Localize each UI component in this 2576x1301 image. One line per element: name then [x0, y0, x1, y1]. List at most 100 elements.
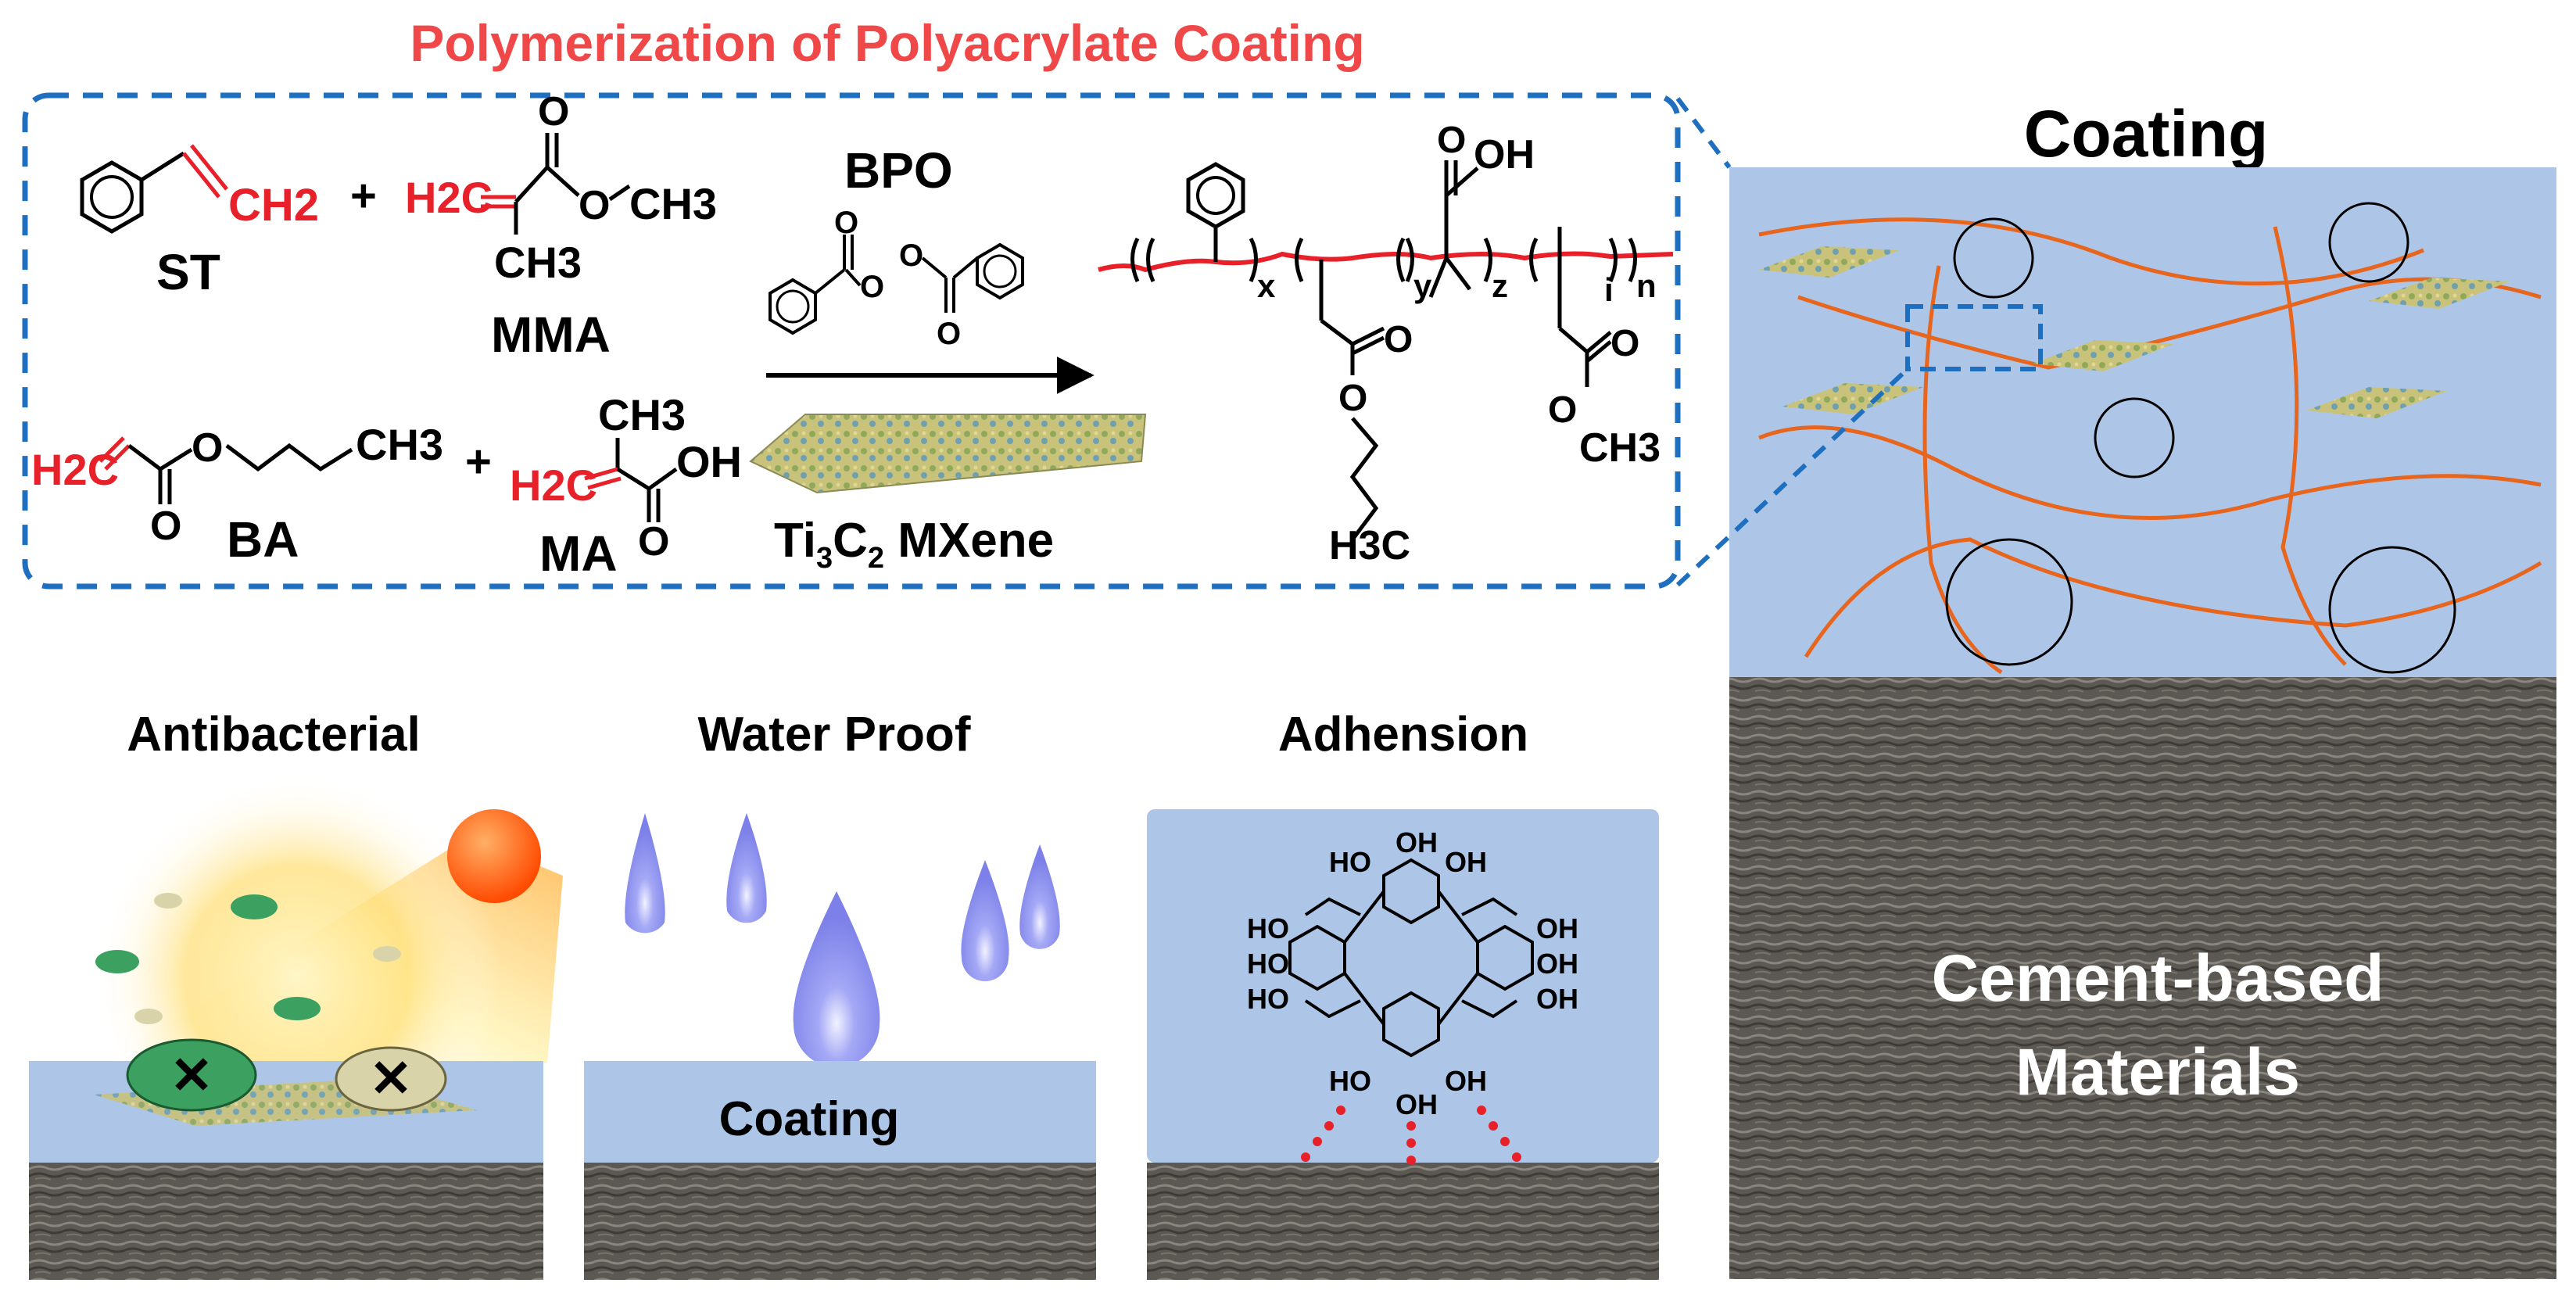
- antibacterial-panel: Antibacterial ✕ ✕: [29, 708, 563, 1280]
- adhesion-oh-right-1: OH: [1536, 912, 1578, 944]
- water-drop-icon: [625, 813, 665, 934]
- mxene-label: Ti3C2 MXene: [774, 514, 1054, 575]
- adhesion-ho-bottom: HO: [1329, 1065, 1371, 1097]
- adhesion-oh-right-2: OH: [1536, 948, 1578, 980]
- cement-label-line2: Materials: [2015, 1035, 2300, 1109]
- bacterium-icon: [126, 1038, 257, 1112]
- adhesion-oh-top-right: OH: [1445, 846, 1487, 878]
- polymer-ba-end: H3C: [1329, 523, 1410, 568]
- mxene-flake: [2033, 340, 2173, 371]
- macrocycle: [1945, 538, 2073, 666]
- polymer-sub-y: y: [1413, 267, 1432, 304]
- polymer-sub-n: n: [1636, 267, 1657, 304]
- bacterium-icon: [134, 1009, 163, 1024]
- ba-name: BA: [227, 511, 299, 568]
- polymer-sub-i: i: [1604, 271, 1614, 308]
- adhesion-panel: Adhension OH HO OH HO HO HO OH OH OH HO …: [1147, 708, 1659, 1280]
- ba-h2c-label: H2C: [31, 445, 119, 494]
- adhesion-ho-left-2: HO: [1247, 948, 1289, 980]
- ma-name: MA: [539, 525, 618, 582]
- polymer-acid-oh: OH: [1474, 132, 1535, 177]
- mxene-flake: [2369, 278, 2510, 309]
- cement-substrate: [1729, 677, 2556, 1279]
- adhesion-ho-left-3: HO: [1247, 983, 1289, 1015]
- bpo-o-2: O: [860, 270, 884, 304]
- styrene-structure: CH2 ST: [80, 144, 319, 300]
- macrocycle: [2094, 397, 2175, 478]
- ba-ch3-label: CH3: [356, 420, 443, 469]
- macrocycle: [2328, 202, 2409, 283]
- antibacterial-title: Antibacterial: [127, 708, 421, 762]
- ma-h2c-label: H2C: [510, 461, 597, 510]
- mxene-sheet: [749, 414, 1147, 494]
- mma-structure: H2C CH3 O O CH3 MMA: [405, 89, 717, 363]
- polymer-sub-z: z: [1492, 267, 1508, 304]
- figure-title: Polymerization of Polyacrylate Coating: [410, 14, 1364, 72]
- waterproof-coating-label: Coating: [719, 1092, 900, 1146]
- killed-mark-icon: ✕: [170, 1046, 213, 1104]
- adhesion-oh-right-3: OH: [1536, 983, 1578, 1015]
- pyrogallolarene-structure: [1288, 858, 1534, 1058]
- bpo-o-3: O: [899, 238, 923, 273]
- bacterium-icon: [154, 893, 182, 909]
- macrocycle: [2328, 546, 2456, 674]
- bpo-o-1: O: [834, 206, 858, 240]
- ma-carbonyl-o: O: [638, 519, 669, 564]
- polymer-ma-ester: O: [1548, 389, 1577, 431]
- hydrogen-bond-dots: [1301, 1106, 1521, 1165]
- bpo-o-4: O: [937, 317, 961, 351]
- adhesion-oh-bottom-right: OH: [1445, 1065, 1487, 1097]
- st-ch2-label: CH2: [228, 180, 319, 231]
- adhesion-title: Adhension: [1278, 708, 1528, 762]
- ma-oh-label: OH: [676, 437, 742, 486]
- adhesion-ho-left-1: HO: [1247, 912, 1289, 944]
- water-drop-icon: [726, 813, 767, 923]
- polymer-structure: x y z i n O O H3C O OH: [1098, 120, 1674, 568]
- bacterium-icon: [95, 950, 139, 973]
- macrocycle: [1953, 217, 2034, 299]
- ba-structure: H2C O O CH3 BA: [31, 420, 443, 568]
- waterproof-coating: [584, 1061, 1096, 1163]
- bacterium-icon: [274, 997, 321, 1020]
- water-drop-icon: [1019, 844, 1060, 949]
- ma-methyl-label: CH3: [598, 390, 686, 439]
- zoom-box: [1905, 304, 2043, 371]
- mma-ester-o: O: [579, 183, 610, 228]
- bpo-label: BPO: [844, 142, 953, 199]
- antibacterial-cement: [29, 1163, 543, 1280]
- cement-label-line1: Cement-based: [1932, 941, 2384, 1015]
- water-drop-icon: [793, 891, 880, 1067]
- killed-mark-icon: ✕: [369, 1049, 412, 1107]
- ma-structure: CH3 H2C O OH MA: [510, 390, 742, 582]
- mxene-flake: [2306, 387, 2447, 418]
- mma-name: MMA: [491, 306, 611, 363]
- adhesion-coating: [1147, 809, 1659, 1163]
- st-name: ST: [156, 244, 220, 300]
- mma-h2c-label: H2C: [405, 173, 493, 222]
- bacterium-icon: [373, 946, 401, 962]
- adhesion-ho-top: HO: [1329, 846, 1371, 878]
- mma-carbonyl-o: O: [538, 89, 569, 134]
- ba-carbonyl-o: O: [150, 504, 181, 549]
- polymer-acid-o: O: [1437, 120, 1466, 161]
- waterproof-panel: Water Proof Coating: [584, 708, 1096, 1280]
- bacterium-icon: [335, 1046, 447, 1112]
- plus-sign-1: +: [350, 170, 377, 221]
- polymer-ba-ester: O: [1338, 378, 1367, 419]
- adhesion-oh-bottom: OH: [1395, 1088, 1438, 1120]
- polymer-sub-x: x: [1257, 267, 1276, 304]
- waterproof-cement: [584, 1163, 1096, 1280]
- adhesion-oh-top: OH: [1395, 826, 1438, 858]
- mxene-flake: [1759, 246, 1900, 278]
- mxene-flake: [1782, 383, 1923, 414]
- plus-sign-2: +: [465, 436, 492, 487]
- ba-ester-o: O: [192, 425, 223, 471]
- waterproof-title: Water Proof: [697, 708, 970, 762]
- reaction-conditions: BPO O O O O Ti3C2 MXene: [749, 142, 1147, 575]
- sun-icon: [447, 809, 541, 903]
- coating-panel: Coating Cement-based Materials: [1675, 97, 2556, 1279]
- mma-ester-ch3: CH3: [629, 179, 717, 228]
- coating-panel-title: Coating: [2024, 97, 2269, 170]
- polymer-ma-carbonyl: O: [1610, 323, 1639, 364]
